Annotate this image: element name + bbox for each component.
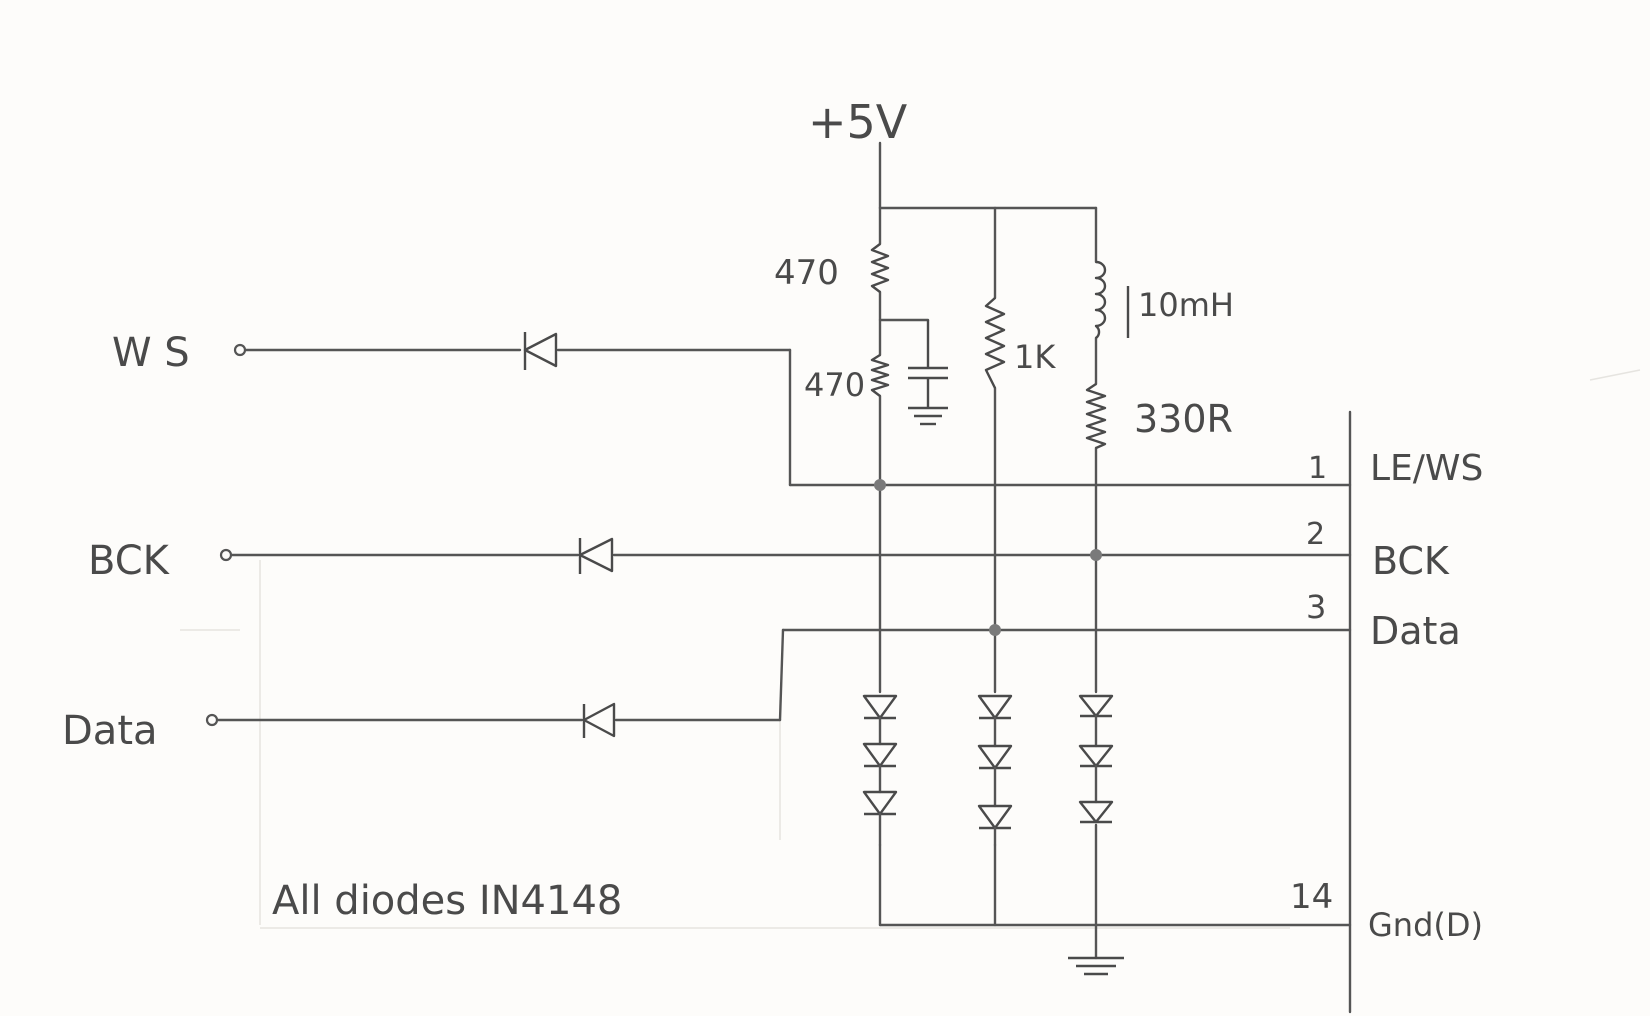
input-label-ws: W S	[112, 330, 190, 376]
input-label-data: Data	[62, 708, 158, 754]
resistor-r4-label: 330R	[1134, 397, 1233, 441]
pin14-number: 14	[1290, 877, 1333, 917]
resistor-r2	[870, 353, 890, 397]
pin2-name: BCK	[1372, 539, 1450, 583]
diode-note: All diodes IN4148	[272, 878, 622, 924]
pin3-name: Data	[1370, 609, 1461, 653]
ground-symbol-main	[1068, 956, 1124, 976]
pin2-number: 2	[1306, 517, 1325, 552]
terminal-ws	[233, 343, 247, 357]
pin3-number: 3	[1306, 588, 1326, 626]
diode-bck	[578, 537, 614, 574]
diode-data	[582, 702, 616, 738]
ground-symbol-capacitor	[908, 406, 948, 426]
junction-dots	[874, 479, 1102, 636]
pin14-name: Gnd(D)	[1368, 906, 1483, 944]
terminal-data	[205, 713, 219, 727]
diode-stack-1	[862, 694, 898, 847]
resistor-r1	[870, 243, 890, 293]
resistor-r3	[984, 297, 1006, 389]
terminal-bck	[219, 548, 233, 562]
diode-stack-3	[1078, 694, 1114, 824]
resistor-r4	[1085, 383, 1107, 450]
resistor-r2-label: 470	[804, 366, 865, 404]
pin1-name: LE/WS	[1370, 448, 1483, 489]
wires	[210, 141, 1352, 1014]
input-label-bck: BCK	[88, 538, 171, 584]
resistor-r1-label: 470	[774, 253, 839, 293]
faint-guides	[180, 369, 1641, 929]
resistor-r3-label: 1K	[1014, 338, 1056, 376]
diode-ws	[523, 332, 558, 370]
capacitor	[908, 320, 948, 408]
pin1-number: 1	[1308, 451, 1327, 486]
supply-label: +5V	[808, 95, 908, 149]
inductor-label: 10mH	[1138, 286, 1234, 324]
diode-stack-2	[977, 694, 1013, 847]
inductor	[1094, 260, 1130, 339]
